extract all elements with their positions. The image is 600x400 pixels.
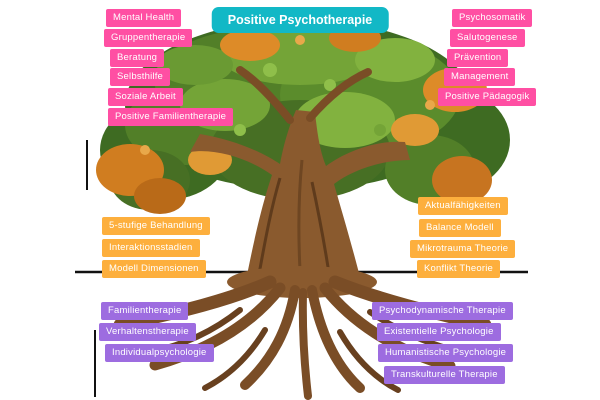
- label-individualpsychologie: Individualpsychologie: [105, 344, 214, 362]
- label-aktualfaehigkeiten: Aktualfähigkeiten: [418, 197, 508, 215]
- label-interaktionsstadien: Interaktionsstadien: [102, 239, 200, 257]
- label-familientherapie: Familientherapie: [101, 302, 189, 320]
- label-existentielle-psychologie: Existentielle Psychologie: [377, 323, 501, 341]
- label-mikrotrauma-theorie: Mikrotrauma Theorie: [410, 240, 516, 258]
- label-verhaltenstherapie: Verhaltenstherapie: [99, 323, 196, 341]
- label-gruppentherapie: Gruppentherapie: [104, 29, 193, 47]
- label-positive-paedagogik: Positive Pädagogik: [438, 88, 537, 106]
- label-5-stufige-behandlung: 5-stufige Behandlung: [102, 217, 210, 235]
- label-balance-modell: Balance Modell: [419, 219, 501, 237]
- label-praevention: Prävention: [447, 49, 509, 67]
- label-selbsthilfe: Selbsthilfe: [110, 68, 171, 86]
- label-soziale-arbeit: Soziale Arbeit: [108, 88, 183, 106]
- label-salutogenese: Salutogenese: [450, 29, 525, 47]
- label-mental-health: Mental Health: [106, 9, 182, 27]
- label-positive-familientherapie: Positive Familientherapie: [108, 108, 234, 126]
- label-psychodynamische-therapie: Psychodynamische Therapie: [372, 302, 513, 320]
- diagram-title: Positive Psychotherapie: [211, 7, 389, 33]
- label-management: Management: [444, 68, 516, 86]
- label-humanistische-psychologie: Humanistische Psychologie: [378, 344, 514, 362]
- label-konflikt-theorie: Konflikt Theorie: [417, 260, 501, 278]
- label-beratung: Beratung: [110, 49, 165, 67]
- label-modell-dimensionen: Modell Dimensionen: [102, 260, 206, 278]
- label-transkulturelle-therapie: Transkulturelle Therapie: [384, 366, 505, 384]
- label-psychosomatik: Psychosomatik: [452, 9, 533, 27]
